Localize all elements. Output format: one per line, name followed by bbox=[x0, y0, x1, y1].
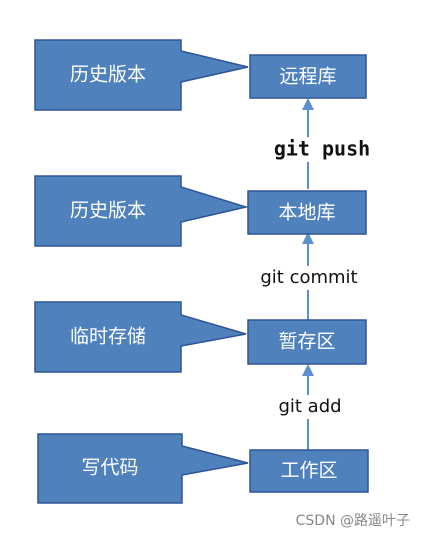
stage-remote: 历史版本 远程库 bbox=[34, 39, 367, 111]
remote-repo-box bbox=[249, 54, 367, 99]
remote-note-text: 历史版本 bbox=[70, 64, 146, 86]
push-label-bg bbox=[262, 137, 382, 162]
stage-staging: 临时存储 暂存区 bbox=[34, 301, 367, 373]
local-repo-label: 本地库 bbox=[278, 202, 335, 224]
workspace-label: 工作区 bbox=[280, 460, 337, 482]
callout-workspace-note bbox=[37, 433, 249, 504]
callout-remote-note bbox=[34, 39, 249, 111]
stage-local: 历史版本 本地库 bbox=[34, 175, 367, 247]
git-push-label: git push bbox=[274, 137, 370, 161]
git-add-label: git add bbox=[278, 396, 341, 417]
staging-area-box bbox=[247, 319, 367, 365]
callout-staging-note bbox=[34, 301, 247, 373]
local-repo-box bbox=[247, 190, 367, 235]
callout-local-note bbox=[34, 175, 249, 247]
add-label-bg bbox=[274, 395, 346, 419]
staging-note-text: 临时存储 bbox=[70, 326, 146, 348]
git-commit-label: git commit bbox=[260, 267, 357, 288]
staging-area-label: 暂存区 bbox=[278, 331, 335, 353]
workspace-box bbox=[249, 449, 369, 493]
remote-repo-label: 远程库 bbox=[279, 66, 336, 88]
stage-workspace: 写代码 工作区 bbox=[37, 433, 369, 504]
commit-label-bg bbox=[255, 266, 363, 290]
watermark: CSDN @路遥叶子 bbox=[296, 513, 410, 529]
workspace-note-text: 写代码 bbox=[81, 457, 138, 479]
local-note-text: 历史版本 bbox=[70, 200, 146, 222]
